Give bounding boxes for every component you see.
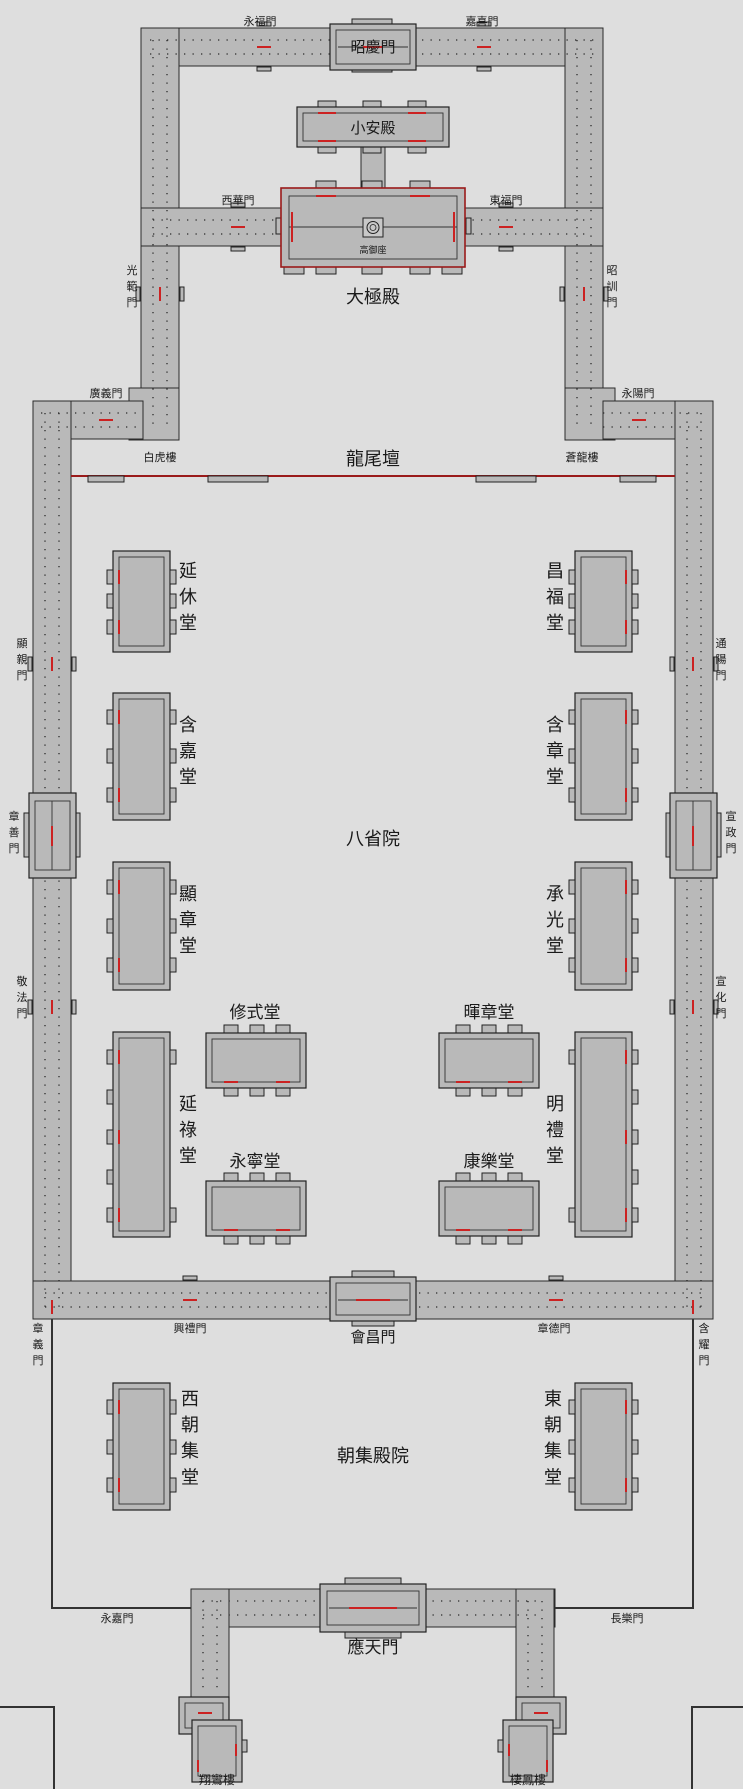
corridor-stairs bbox=[27, 21, 719, 1281]
label-zhaoqing-gate: 昭慶門 bbox=[350, 38, 395, 56]
label-taiji-hall: 大極殿 bbox=[346, 287, 400, 308]
label-gaoyu-pavilion: 高御座 bbox=[359, 244, 386, 256]
label-xiaoan-hall: 小安殿 bbox=[350, 119, 395, 137]
xianzhang-hall-building bbox=[106, 861, 177, 991]
yanxiu-hall-building bbox=[106, 550, 177, 653]
labels: 永福門 嘉喜門 昭慶門 小安殿 西華門 東福門 高御座 大極殿 廣義門 永陽門 … bbox=[9, 14, 737, 1787]
label-kangle-hall: 康樂堂 bbox=[464, 1152, 515, 1172]
label-huizhang-hall: 暉章堂 bbox=[464, 1003, 515, 1023]
buildings bbox=[23, 18, 722, 1783]
zhaoqing-gate bbox=[329, 18, 417, 73]
hanzhang-hall-building bbox=[568, 692, 639, 821]
dong-chaoji-hall-building bbox=[568, 1382, 639, 1511]
taiji-hall bbox=[275, 180, 472, 275]
label-xianzhang-hall: 顯章堂 bbox=[179, 884, 197, 957]
label-baihu-tower: 白虎樓 bbox=[144, 450, 177, 464]
label-guangyi-gate: 廣義門 bbox=[90, 386, 123, 400]
label-changfu-hall: 昌福堂 bbox=[546, 561, 564, 634]
label-qifeng-tower: 棲鳳樓 bbox=[510, 1772, 546, 1787]
label-xingli-gate: 興禮門 bbox=[174, 1322, 207, 1335]
kangle-hall bbox=[438, 1172, 540, 1245]
label-chengguang-hall: 承光堂 bbox=[546, 884, 564, 957]
label-longwei-platform: 龍尾壇 bbox=[346, 449, 400, 470]
label-canglong-tower: 蒼龍樓 bbox=[566, 450, 599, 464]
mingli-hall-building bbox=[568, 1031, 639, 1238]
corridor-mid-west bbox=[140, 207, 284, 247]
label-yongfu-gate: 永福門 bbox=[244, 14, 277, 28]
label-xiushi-hall: 修式堂 bbox=[230, 1003, 281, 1023]
label-zhangyi-gate: 章義門 bbox=[33, 1321, 44, 1367]
label-yongjia-gate: 永嘉門 bbox=[101, 1611, 134, 1625]
label-yanlu-hall: 延祿堂 bbox=[179, 1094, 197, 1167]
label-bashengyuan: 八省院 bbox=[346, 829, 400, 850]
label-xiangluan-tower: 翔鸞樓 bbox=[199, 1772, 235, 1787]
label-hanyao-gate: 含耀門 bbox=[699, 1321, 710, 1367]
hanjia-hall-building bbox=[106, 692, 177, 821]
yingtian-gate bbox=[319, 1577, 427, 1639]
xiangluan-tower bbox=[178, 1696, 248, 1783]
label-chaoji-court: 朝集殿院 bbox=[337, 1446, 409, 1467]
yanlu-hall-building bbox=[106, 1031, 177, 1238]
corridor-mid-east bbox=[463, 207, 604, 247]
corridor-doors bbox=[51, 46, 694, 1314]
corridor-gate-east bbox=[515, 1588, 555, 1700]
label-zhaoxun-gate: 昭訓門 bbox=[607, 264, 618, 309]
label-xihua-gate: 西華門 bbox=[222, 194, 255, 207]
huizhang-hall bbox=[438, 1024, 540, 1097]
xiushi-hall bbox=[205, 1024, 307, 1097]
label-dongfu-gate: 東福門 bbox=[490, 193, 523, 207]
label-yongyang-gate: 永陽門 bbox=[622, 386, 655, 400]
label-dong-chaoji-hall: 東朝集堂 bbox=[544, 1389, 562, 1488]
label-xuanzheng-gate: 宣政門 bbox=[726, 809, 737, 855]
changfu-hall-building bbox=[568, 550, 639, 653]
label-mingli-hall: 明禮堂 bbox=[546, 1094, 564, 1167]
qifeng-tower bbox=[497, 1696, 567, 1783]
label-hanzhang-hall: 含章堂 bbox=[546, 715, 564, 788]
longwei-platform bbox=[71, 475, 675, 483]
xuanzheng-gate bbox=[665, 792, 722, 879]
label-xianqin-gate: 顯親門 bbox=[17, 637, 28, 682]
chaoji-court-walls bbox=[51, 1319, 694, 1609]
label-zhangyin-gate: 章善門 bbox=[9, 809, 20, 855]
label-huichang-gate: 會昌門 bbox=[350, 1328, 395, 1346]
label-hanjia-hall: 含嘉堂 bbox=[179, 715, 197, 788]
yongning-hall bbox=[205, 1172, 307, 1245]
huichang-gate bbox=[329, 1270, 417, 1327]
label-yongning-hall: 永寧堂 bbox=[230, 1152, 281, 1172]
xi-chaoji-hall-building bbox=[106, 1382, 177, 1511]
label-changle-gate: 長樂門 bbox=[611, 1611, 644, 1625]
zhangyin-gate bbox=[23, 792, 81, 879]
label-guangfan-gate: 光範門 bbox=[127, 263, 138, 309]
label-xianhua-gate: 宣化門 bbox=[716, 974, 727, 1020]
label-tongyang-gate: 通陽門 bbox=[716, 637, 727, 682]
xiaoan-hall bbox=[296, 100, 450, 154]
chengguang-hall-building bbox=[568, 861, 639, 991]
label-jingfa-gate: 敬法門 bbox=[17, 975, 28, 1020]
corridor-gate-west bbox=[190, 1588, 230, 1700]
label-yanxiu-hall: 延休堂 bbox=[179, 561, 197, 634]
label-zhangde-gate: 章德門 bbox=[538, 1321, 571, 1335]
label-jiaxi-gate: 嘉喜門 bbox=[466, 14, 499, 28]
label-xi-chaoji-hall: 西朝集堂 bbox=[181, 1389, 199, 1488]
label-yingtian-gate: 應天門 bbox=[348, 1637, 399, 1658]
corner-walls bbox=[0, 1706, 743, 1789]
